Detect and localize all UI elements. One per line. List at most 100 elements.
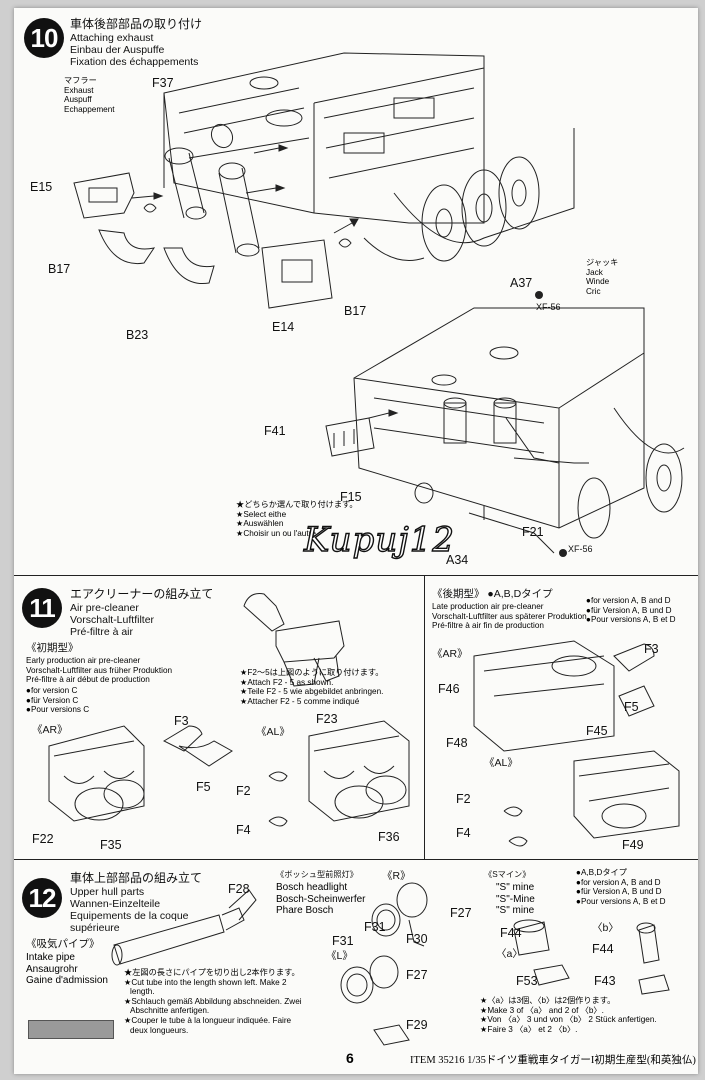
jack-de: Winde (586, 277, 610, 287)
intake-desc: Intake pipe Ansaugrohr Gaine d'admission (26, 952, 108, 987)
step-12-title-de: Wannen-Einzelteile (70, 898, 161, 910)
step-10-title-de: Einbau der Auspuffe (70, 44, 165, 56)
version-abd-en: ●for version A, B and D (586, 596, 671, 605)
watermark-text: Kupuj12 (303, 519, 456, 560)
part-label: F28 (228, 882, 250, 896)
part-label: F46 (438, 682, 460, 696)
smine-de: "S"-Mine (496, 893, 535, 905)
part-label: B23 (126, 328, 149, 342)
part-label: F44 (500, 926, 522, 940)
late-desc: Late production air pre-cleaner Vorschal… (432, 602, 587, 631)
step-10-panel: 10 車体後部部品の取り付け Attaching exhaust Einbau … (14, 8, 698, 574)
jack-jp: ジャッキ (586, 258, 619, 267)
part-label: F2 (456, 792, 471, 806)
late-desc-fr: Pré-filtre à air fin de production (432, 621, 544, 631)
version-c-en: ●for version C (26, 686, 78, 695)
step-10-title-jp: 車体後部部品の取り付け (70, 17, 203, 31)
muffler-de: Auspuff (64, 95, 92, 105)
part-label: F29 (406, 1018, 428, 1032)
instruction-sheet: 10 車体後部部品の取り付け Attaching exhaust Einbau … (14, 8, 698, 1074)
jack-fr: Cric (586, 286, 601, 296)
cut-note: ★左図の長さにパイプを切り出し2本作ります。 ★Cut tube into th… (124, 968, 302, 1035)
smine-header: 《Sマイン》 (484, 870, 531, 879)
smine-version-en: ●for version A, B and D (576, 877, 661, 887)
version-c-de: ●für Version C (26, 695, 79, 705)
part-label: F44 (592, 942, 614, 956)
part-label: F35 (100, 838, 122, 852)
muffler-fr: Echappement (64, 104, 115, 114)
bosch-header: 《ボッシュ型前照灯》 (276, 870, 358, 879)
smine-version-jp: ●A,B,Dタイプ (576, 868, 627, 877)
part-label: A37 (510, 276, 533, 290)
part-label: F3 (644, 642, 659, 656)
attach-note-en: ★Attach F2 - 5 as shown. (240, 677, 334, 687)
bosch-de: Bosch-Scheinwerfer (276, 893, 366, 905)
choose-note: ★どちらか選んで取り付けます。 ★Select eithe ★Auswählen… (236, 500, 358, 538)
step-12-title-jp: 車体上部部品の組み立て (70, 871, 203, 885)
part-label: F31 (364, 920, 386, 934)
bosch-fr: Phare Bosch (276, 905, 334, 916)
early-desc-fr: Pré-filtre à air début de production (26, 675, 150, 685)
late-desc-de: Vorschalt-Luftfilter aus späterer Produk… (432, 611, 587, 621)
part-label: F23 (316, 712, 338, 726)
make-note: ★〈a〉は3個、〈b〉は2個作ります。 ★Make 3 of 〈a〉 and 2… (480, 996, 657, 1034)
attach-note-fr: ★Attacher F2 - 5 comme indiqué (240, 696, 360, 706)
item-footer: ITEM 35216 1/35ドイツ重戦車タイガーI初期生産型(和英独仏) (410, 1055, 696, 1066)
part-label: B17 (48, 262, 71, 276)
step-11-badge: 11 (22, 588, 62, 628)
part-label: F36 (378, 830, 400, 844)
view-a: 〈a〉 (496, 948, 523, 960)
muffler-callout: マフラー Exhaust Auspuff Echappement (64, 76, 115, 114)
cut-note-en2: length. (130, 987, 155, 997)
paint-label: XF-56 (536, 302, 561, 312)
part-label: F37 (152, 76, 174, 90)
choose-note-en: ★Select eithe (236, 509, 287, 519)
attach-note: ★F2〜5は上図のように取り付けます。 ★Attach F2 - 5 as sh… (240, 668, 383, 706)
choose-note-fr: ★Choisir un ou l'autre (236, 528, 316, 538)
step-12-badge: 12 (22, 878, 62, 918)
make-note-de: ★Von 〈a〉 3 und von 〈b〉 2 Stück anfertige… (480, 1015, 657, 1025)
attach-note-de: ★Teile F2 - 5 wie abgebildet anbringen. (240, 687, 384, 697)
step-12-drawing (111, 882, 670, 1046)
part-label: F53 (516, 974, 538, 988)
part-label: F27 (406, 968, 428, 982)
cut-note-fr: ★Couper le tube à la longueur indiquée. … (124, 1015, 292, 1025)
make-note-fr: ★Faire 3 〈a〉 et 2 〈b〉. (480, 1024, 578, 1034)
smine-fr: "S" mine (496, 905, 535, 916)
view-ar-early: 《AR》 (32, 724, 68, 736)
cut-note-en: ★Cut tube into the length shown left. Ma… (124, 977, 287, 987)
part-label: F30 (406, 932, 428, 946)
part-label: F4 (236, 823, 251, 837)
bosch-en: Bosch headlight (276, 882, 348, 893)
step-10-badge: 10 (24, 18, 64, 58)
smine-desc: "S" mine "S"-Mine "S" mine (496, 882, 535, 917)
part-label: F49 (622, 838, 644, 852)
part-label: F15 (340, 490, 362, 504)
step-11-drawing (48, 593, 680, 847)
cut-note-de: ★Schlauch gemäß Abbildung abschneiden. Z… (124, 996, 302, 1006)
view-b: 〈b〉 (592, 922, 619, 934)
part-label: F41 (264, 424, 286, 438)
smine-version: ●A,B,Dタイプ ●for version A, B and D ●für V… (576, 868, 666, 906)
step-11-title-en: Air pre-cleaner (70, 602, 139, 614)
version-abd: ●for version A, B and D ●für Version A, … (586, 596, 676, 625)
version-abd-de: ●für Version A, B und D (586, 605, 672, 615)
cut-note-fr2: deux longueurs. (130, 1025, 189, 1035)
step-11-title-jp: エアクリーナーの組み立て (70, 587, 214, 601)
early-desc-de: Vorschalt-Luftfilter aus früher Produkti… (26, 665, 173, 675)
intake-header: 《吸気パイプ》 (26, 938, 100, 950)
color-swatch (28, 1020, 114, 1039)
step-12-title-fr1: Equipements de la coque (70, 910, 189, 922)
late-desc-en: Late production air pre-cleaner (432, 602, 544, 611)
page-number: 6 (346, 1050, 354, 1066)
choose-note-jp: ★どちらか選んで取り付けます。 (236, 500, 358, 509)
step-10-title-en: Attaching exhaust (70, 32, 154, 44)
early-desc-en: Early production air pre-cleaner (26, 656, 141, 665)
muffler-en: Exhaust (64, 85, 94, 95)
step-11-title-de: Vorschalt-Luftfilter (70, 614, 155, 626)
cut-note-de2: Abschnitte anfertigen. (130, 1006, 210, 1016)
part-label: F43 (594, 974, 616, 988)
intake-en: Intake pipe (26, 952, 75, 963)
part-label: F4 (456, 826, 471, 840)
cut-note-jp: ★左図の長さにパイプを切り出し2本作ります。 (124, 968, 300, 977)
